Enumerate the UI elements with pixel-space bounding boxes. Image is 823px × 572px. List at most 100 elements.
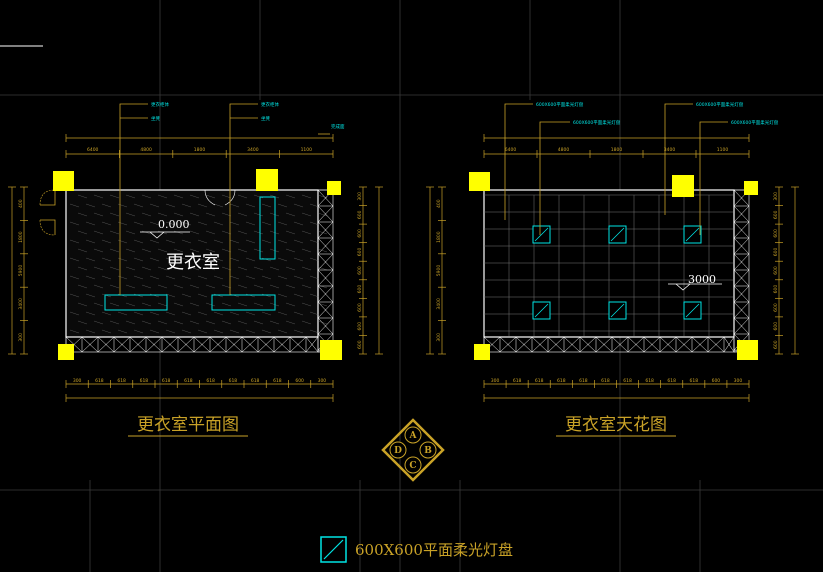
legend: 600X600平面柔光灯盘 [320,536,513,563]
floor-stroke [253,320,264,325]
floor-stroke [101,329,112,334]
dim-text: 6400 [505,147,517,153]
floor-stroke [85,221,96,226]
floor-stroke [253,266,264,271]
floor-stroke [277,275,288,280]
lattice-cross [579,336,597,353]
structural-column [744,181,758,195]
floor-stroke [197,275,208,280]
floor-stroke [245,329,256,334]
floor-stroke [293,293,304,298]
floor-stroke [165,275,176,280]
floor-stroke [277,221,288,226]
dim-text: 618 [601,378,610,384]
floor-stroke [189,194,200,199]
lattice-cross [733,253,750,271]
floor-stroke [101,275,112,280]
floor-stroke [93,212,104,217]
floor-stroke [141,266,152,271]
compass-b: B [424,446,432,456]
floor-stroke [109,248,120,253]
floor-stroke [101,203,112,208]
floor-stroke [301,302,312,307]
dim-text: 600 [773,285,779,294]
light-panel-diagonal [610,303,625,318]
floor-stroke [109,320,120,325]
structural-column [320,340,342,360]
floor-stroke [301,230,312,235]
dim-text: 600 [357,340,363,349]
dim-text: 618 [579,378,588,384]
dim-text: 618 [95,378,104,384]
plan-room-label: 更衣室 [166,252,220,273]
floor-stroke [85,203,96,208]
lattice-cross [733,269,750,287]
dim-text: 5900 [436,265,442,277]
dim-text: 300 [491,378,500,384]
ceiling-callout-3: 600X600平面柔光灯盘 [696,101,744,108]
floor-stroke [189,212,200,217]
floor-stroke [285,320,296,325]
light-panel-diagonal [685,227,700,242]
floor-stroke [245,239,256,244]
floor-stroke [165,221,176,226]
floor-stroke [301,194,312,199]
floor-stroke [85,329,96,334]
floor-stroke [181,221,192,226]
floor-stroke [181,203,192,208]
dim-text: 300 [773,192,779,201]
floor-stroke [205,320,216,325]
floor-stroke [165,239,176,244]
lattice-cross [707,336,725,353]
floor-stroke [133,203,144,208]
lattice-cross [317,285,334,303]
lattice-cross [643,336,661,353]
lattice-cross [273,336,291,353]
dim-text: 1800 [194,147,206,153]
light-panel-diagonal [685,303,700,318]
light-panel-diagonal [534,227,549,242]
floor-stroke [69,221,80,226]
floor-stroke [221,266,232,271]
floor-stroke [165,311,176,316]
floor-stroke [221,248,232,253]
floor-stroke [173,266,184,271]
floor-stroke [93,230,104,235]
ceiling-plan-drawing: 600X600平面柔光灯盘 600X600平面柔光灯盘 600X600平面柔光灯… [426,101,799,437]
floor-stroke [261,221,272,226]
dim-text: 618 [645,378,654,384]
dim-text: 600 [773,210,779,219]
floor-stroke [109,284,120,289]
floor-stroke [213,203,224,208]
floor-stroke [125,284,136,289]
light-panel-diagonal [610,227,625,242]
floor-stroke [93,194,104,199]
lattice-cross [627,336,645,353]
ceiling-title: 更衣室天花图 [565,415,667,435]
dim-text: 618 [535,378,544,384]
dim-text: 618 [273,378,282,384]
floor-stroke [157,266,168,271]
floor-stroke [109,230,120,235]
plan-level-marker [140,231,190,239]
floor-stroke [285,194,296,199]
lattice-cross [317,205,334,223]
plan-callout-3: 更衣柜体 [261,101,279,108]
floor-stroke [93,302,104,307]
dim-text: 600 [773,340,779,349]
lattice-frame [483,336,735,353]
dim-text: 1100 [717,147,729,153]
floor-stroke [117,257,128,262]
dim-text: 3400 [664,147,676,153]
floor-stroke [117,239,128,244]
dim-text: 618 [557,378,566,384]
compass-d: D [394,446,402,456]
floor-stroke [149,275,160,280]
floor-stroke [157,248,168,253]
dim-text: 618 [162,378,171,384]
dim-text: 1800 [18,231,24,243]
floor-stroke [237,302,248,307]
legend-label: 600X600平面柔光灯盘 [355,541,513,559]
floor-stroke [309,293,320,298]
floor-stroke [77,266,88,271]
